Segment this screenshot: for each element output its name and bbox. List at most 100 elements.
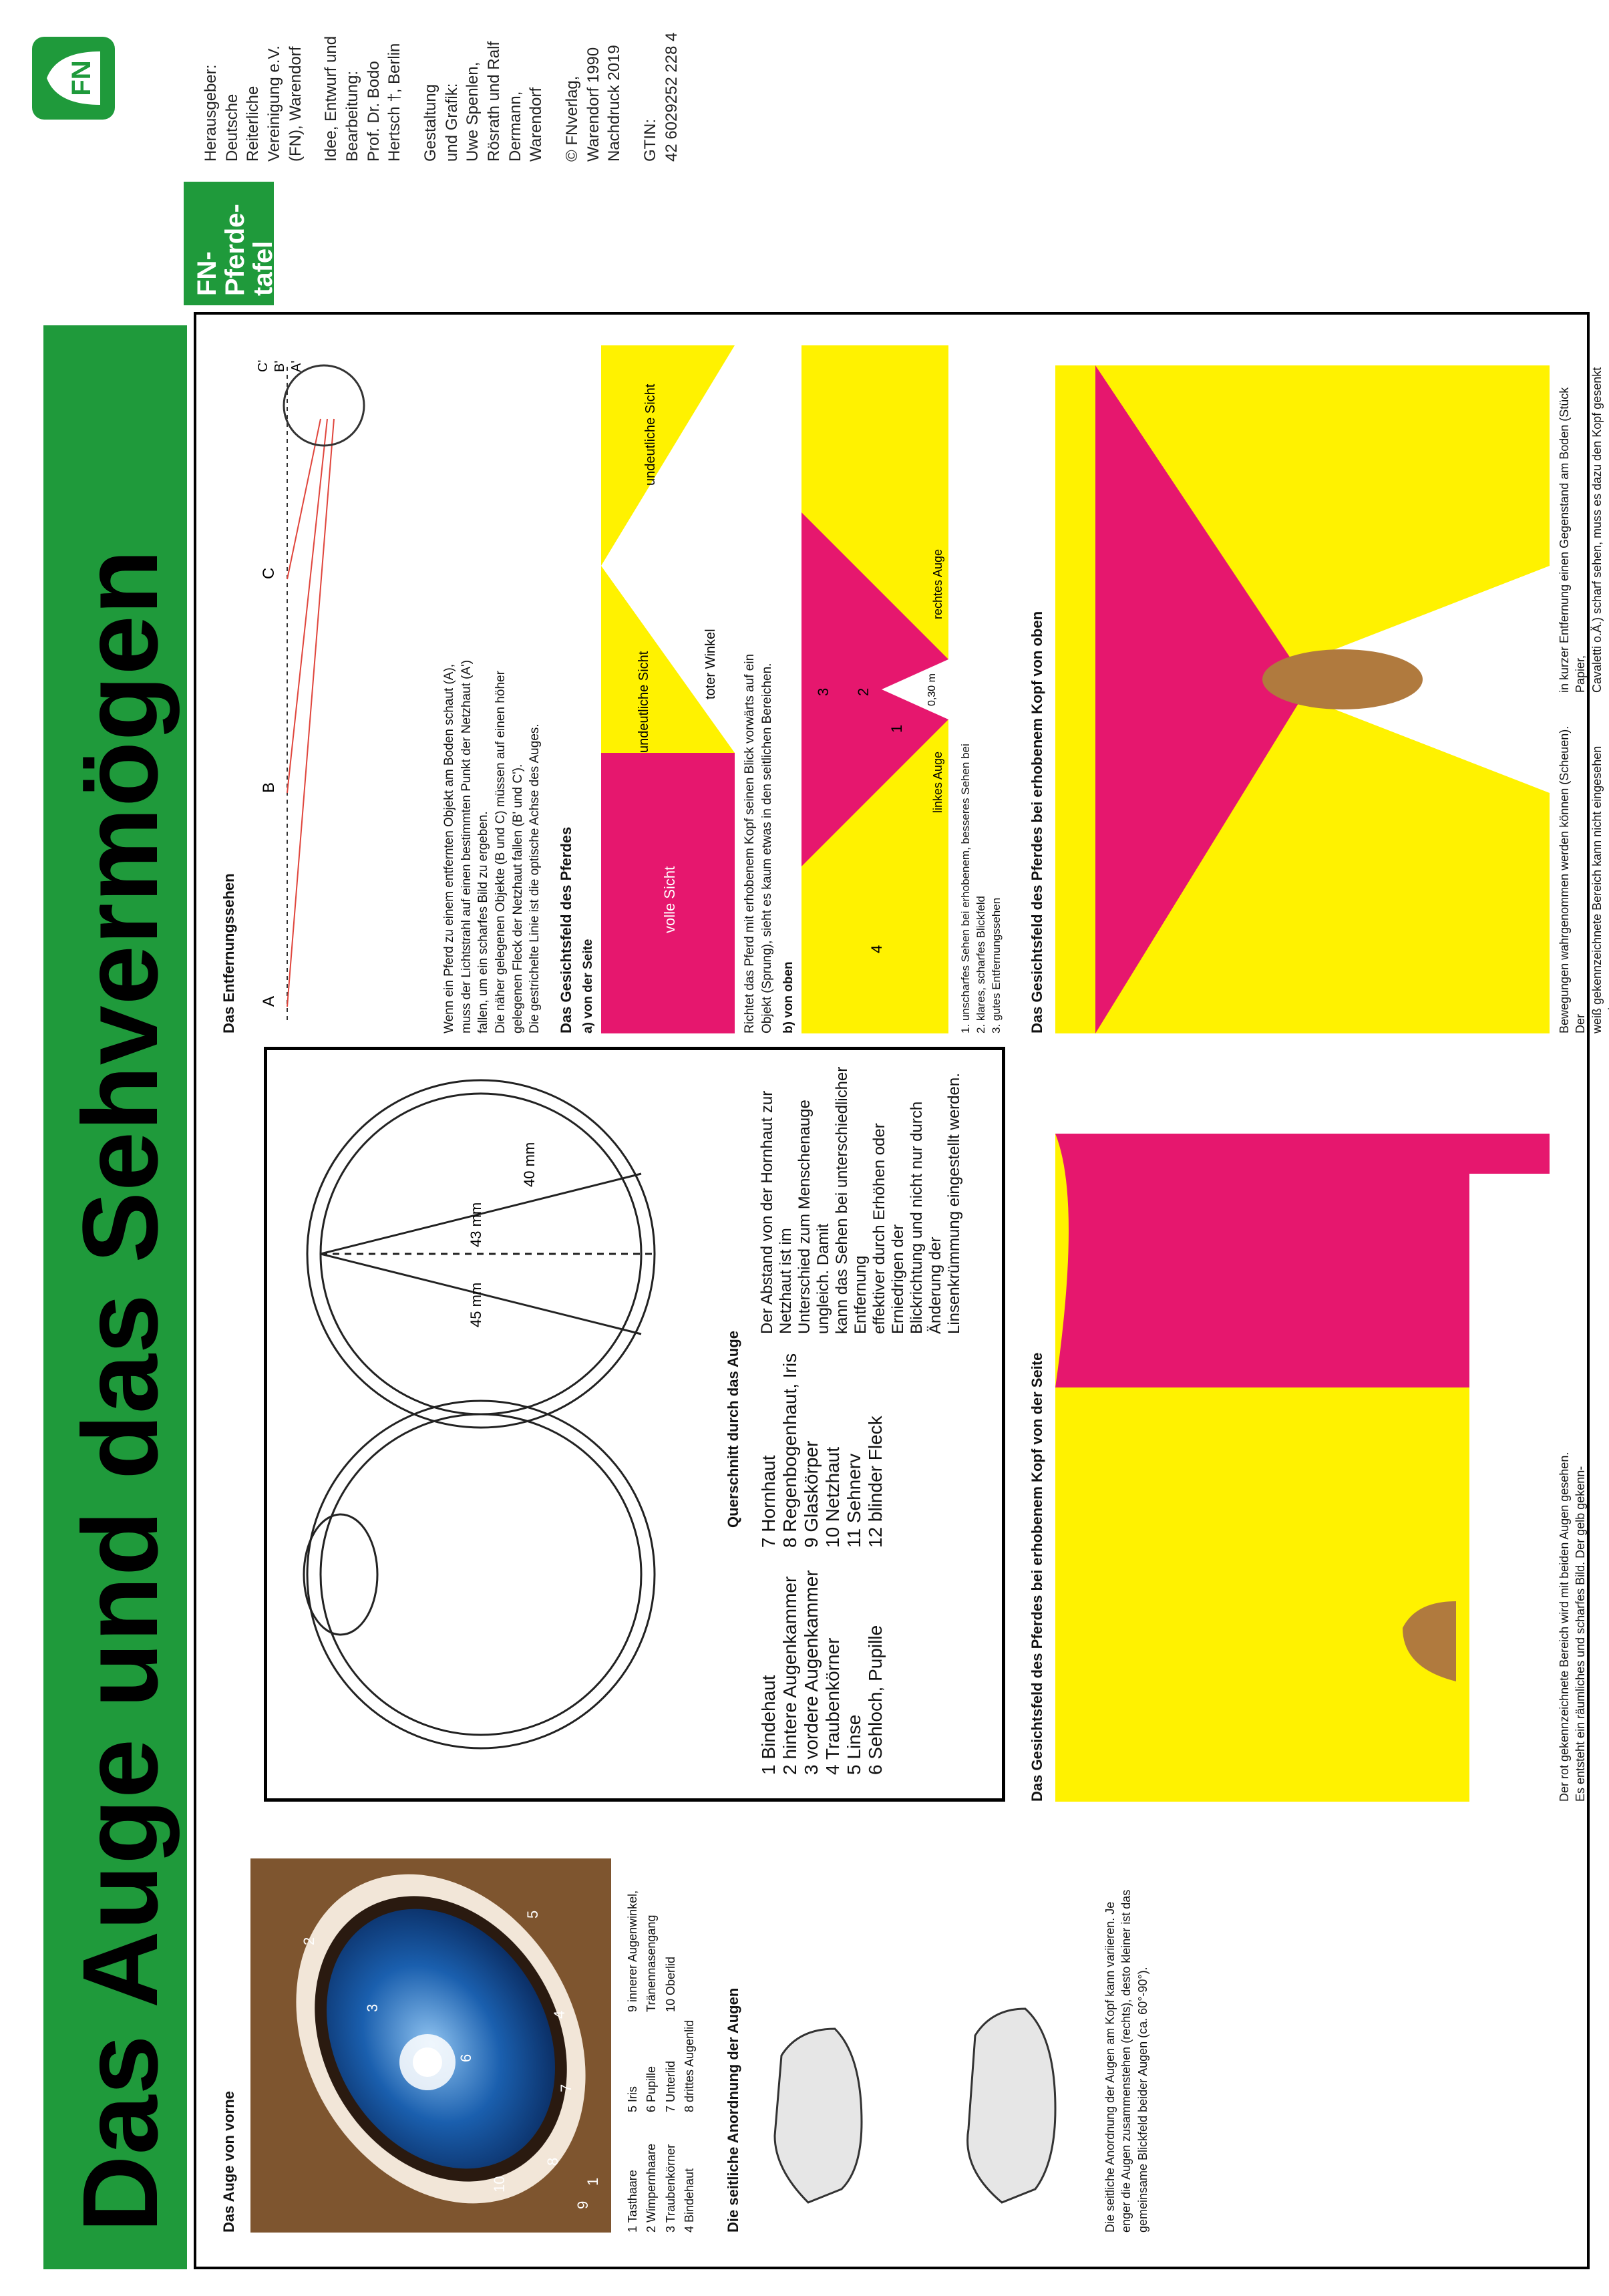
legend-item: 9 Glaskörper: [801, 1440, 822, 1548]
brand-line-3: tafel: [248, 240, 278, 296]
credit-line: Idee, Entwurf und: [322, 35, 341, 162]
field-label: 2: [855, 688, 872, 696]
credit-line: GTIN:: [641, 119, 660, 162]
legend-item: 3 Traubenkörner: [663, 2144, 677, 2233]
distance-text: Wenn ein Pferd zu einem entfernten Objek…: [441, 345, 544, 1033]
list-item: 1. unscharfes Sehen bei erhobenem, besse…: [959, 744, 972, 1033]
front-eye-legend: 1 Tasthaare 5 Iris 9 innerer Augenwinkel…: [624, 1832, 697, 2233]
text-line: Wenn ein Pferd zu einem entfernten Objek…: [442, 663, 456, 1033]
credit-line: Bearbeitung:: [343, 70, 362, 162]
distance-label: B: [260, 782, 278, 793]
dim-line-40: [320, 1172, 642, 1255]
credit-line: Gestaltung: [421, 84, 440, 162]
legend-item: 7 Hornhaut: [758, 1455, 779, 1548]
brand-box: FN- Pferde- tafel: [184, 182, 278, 305]
front-eye-heading: Das Auge von vorne: [220, 2091, 237, 2233]
credit-line: Dermann, Warendorf: [506, 87, 546, 162]
cross-legend-col2: 7 Hornhaut 8 Regenbogenhaut, Iris 9 Glas…: [758, 1327, 886, 1548]
legend-item: 1 Tasthaare: [626, 2170, 639, 2233]
text-line: in kurzer Entfernung einen Gegenstand am…: [1558, 387, 1588, 693]
credit-line: 42 6029252 228 4: [662, 32, 681, 162]
legend-item: 6 Sehloch, Pupille: [865, 1625, 886, 1775]
list-item: 3. gutes Entfernungssehen: [989, 897, 1003, 1033]
credit-line: Reiterliche: [244, 86, 262, 162]
legend-item: 4 Bindehaut: [682, 2168, 696, 2233]
list-item: 2. klares, scharfes Blickfeld: [974, 896, 987, 1033]
field-label: toter Winkel: [703, 629, 718, 699]
eyeball-left: [306, 1400, 656, 1750]
legend-item: 12 blinder Fleck: [865, 1416, 886, 1548]
credit-copyright: © FNverlag, Warendorf 1990 Nachdruck 201…: [562, 15, 625, 162]
fn-logo-icon: FN: [32, 37, 115, 120]
credit-publisher: Herausgeber: Deutsche Reiterliche Verein…: [200, 15, 306, 162]
field-label: 3: [815, 688, 832, 696]
dim-line-45: [320, 1253, 642, 1335]
top-view-heading: Das Gesichtsfeld des Pferdes bei erhoben…: [1029, 611, 1045, 1033]
text-line: Cavaletti o.Ä.) scharf sehen, muss es da…: [1590, 367, 1604, 693]
credit-line: und Grafik:: [442, 83, 461, 162]
legend-item: 8 drittes Augenlid: [682, 2019, 696, 2112]
field-heading: Das Gesichtsfeld des Pferdes: [558, 826, 574, 1033]
distance-prime: A': [289, 361, 304, 372]
photo-number: 7: [558, 2084, 574, 2092]
credit-line: Deutsche: [222, 94, 241, 162]
horse-side-icon: [1403, 1601, 1456, 1681]
credit-gtin: GTIN: 42 6029252 228 4: [640, 15, 682, 162]
distance-diagram: A B C C' B' A': [256, 360, 365, 1020]
field-text-a: Richtet das Pferd mit erhobenem Kopf sei…: [741, 345, 775, 1033]
legend-item: 3 vordere Augenkammer: [801, 1570, 822, 1775]
dim-label: 40 mm: [521, 1142, 538, 1187]
field-list: 1. unscharfes Sehen bei erhobenem, besse…: [958, 345, 1005, 1033]
credit-line: Herausgeber:: [202, 64, 220, 162]
lateral-text-line: enger die Augen zusammenstehen (rechts),…: [1119, 1889, 1133, 2233]
distance-label: C: [260, 568, 278, 579]
legend-item: 10 Netzhaut: [822, 1447, 843, 1548]
text-line: Es entsteht ein räumliches und scharfes …: [1574, 1466, 1588, 1802]
logo-text: FN: [67, 60, 96, 96]
legend-item: Tränennasengang: [645, 1915, 659, 2012]
lateral-text-line: Die seitliche Anordnung der Augen am Kop…: [1103, 1901, 1117, 2233]
legend-item: 10 Oberlid: [663, 1956, 677, 2012]
text-line: Unterschied zum Menschenauge ungleich. D…: [795, 1100, 832, 1334]
top-view-text-left: Bewegungen wahrgenommen werden können (S…: [1556, 706, 1609, 1033]
legend-item: 9 innerer Augenwinkel,: [626, 1890, 639, 2012]
top-view-diagram: [1055, 365, 1550, 1033]
credit-line: Vereinigung e.V.: [265, 45, 284, 162]
credit-line: © FNverlag,: [563, 75, 582, 162]
text-line: Die gestrichelte Linie ist die optische …: [528, 723, 542, 1033]
credit-line: Prof. Dr. Bodo: [364, 61, 383, 162]
text-line: fallen, um ein scharfes Bild zu ergeben.: [476, 811, 491, 1033]
field-label: linkes Auge: [931, 752, 944, 813]
field-label: 1: [888, 725, 905, 733]
legend-item: 5 Iris: [626, 2086, 639, 2112]
dim-label: 45 mm: [468, 1283, 484, 1327]
field-sub-a: a) von der Seite: [581, 939, 595, 1034]
text-line: Der Abstand von der Hornhaut zur Netzhau…: [758, 1090, 795, 1334]
field-label: undeutliche Sicht: [643, 383, 658, 486]
field-label: volle Sicht: [661, 866, 678, 933]
text-line: Die näher gelegenen Objekte (B und C) mü…: [493, 671, 508, 1033]
photo-number: 4: [551, 2011, 568, 2019]
field-label: undeutliche Sicht: [637, 651, 651, 753]
credits: Herausgeber: Deutsche Reiterliche Verein…: [200, 15, 682, 162]
field-side-diagram: volle Sicht undeutliche Sicht toter Wink…: [601, 345, 735, 1033]
eye-cross-section: 45 mm 43 mm 40 mm: [303, 1079, 656, 1750]
text-line: effektiver durch Erhöhen oder Erniedrige…: [870, 1123, 907, 1334]
lateral-heading: Die seitliche Anordnung der Augen: [725, 1987, 741, 2233]
cross-section-heading: Querschnitt durch das Auge: [725, 1330, 741, 1528]
credit-line: (FN), Warendorf: [286, 46, 305, 162]
text-line: Objekt (Sprung), sieht es kaum etwas in …: [759, 663, 774, 1033]
text-line: Der rot gekennzeichnete Bereich wird mit…: [1558, 1452, 1571, 1802]
text-line: gelegenen Fleck der Netzhaut fallen (B' …: [510, 764, 525, 1033]
horse-head-right: [966, 2007, 1057, 2204]
cross-legend-col1: 1 Bindehaut 2 hintere Augenkammer 3 vord…: [758, 1548, 886, 1775]
lateral-text: Die seitliche Anordnung der Augen am Kop…: [1102, 1845, 1151, 2233]
field-label: 4: [868, 945, 885, 953]
text-line: weiß gekennzeichnete Bereich kann nicht …: [1590, 746, 1609, 1033]
side-view-diagram: [1055, 1134, 1550, 1802]
text-line: muss der Lichtstrahl auf einen bestimmte…: [459, 659, 474, 1033]
text-line: Bewegungen wahrgenommen werden können (S…: [1558, 725, 1588, 1033]
text-line: Linsenkrümmung eingestellt werden.: [945, 1073, 963, 1334]
legend-item: 5 Linse: [844, 1714, 864, 1775]
